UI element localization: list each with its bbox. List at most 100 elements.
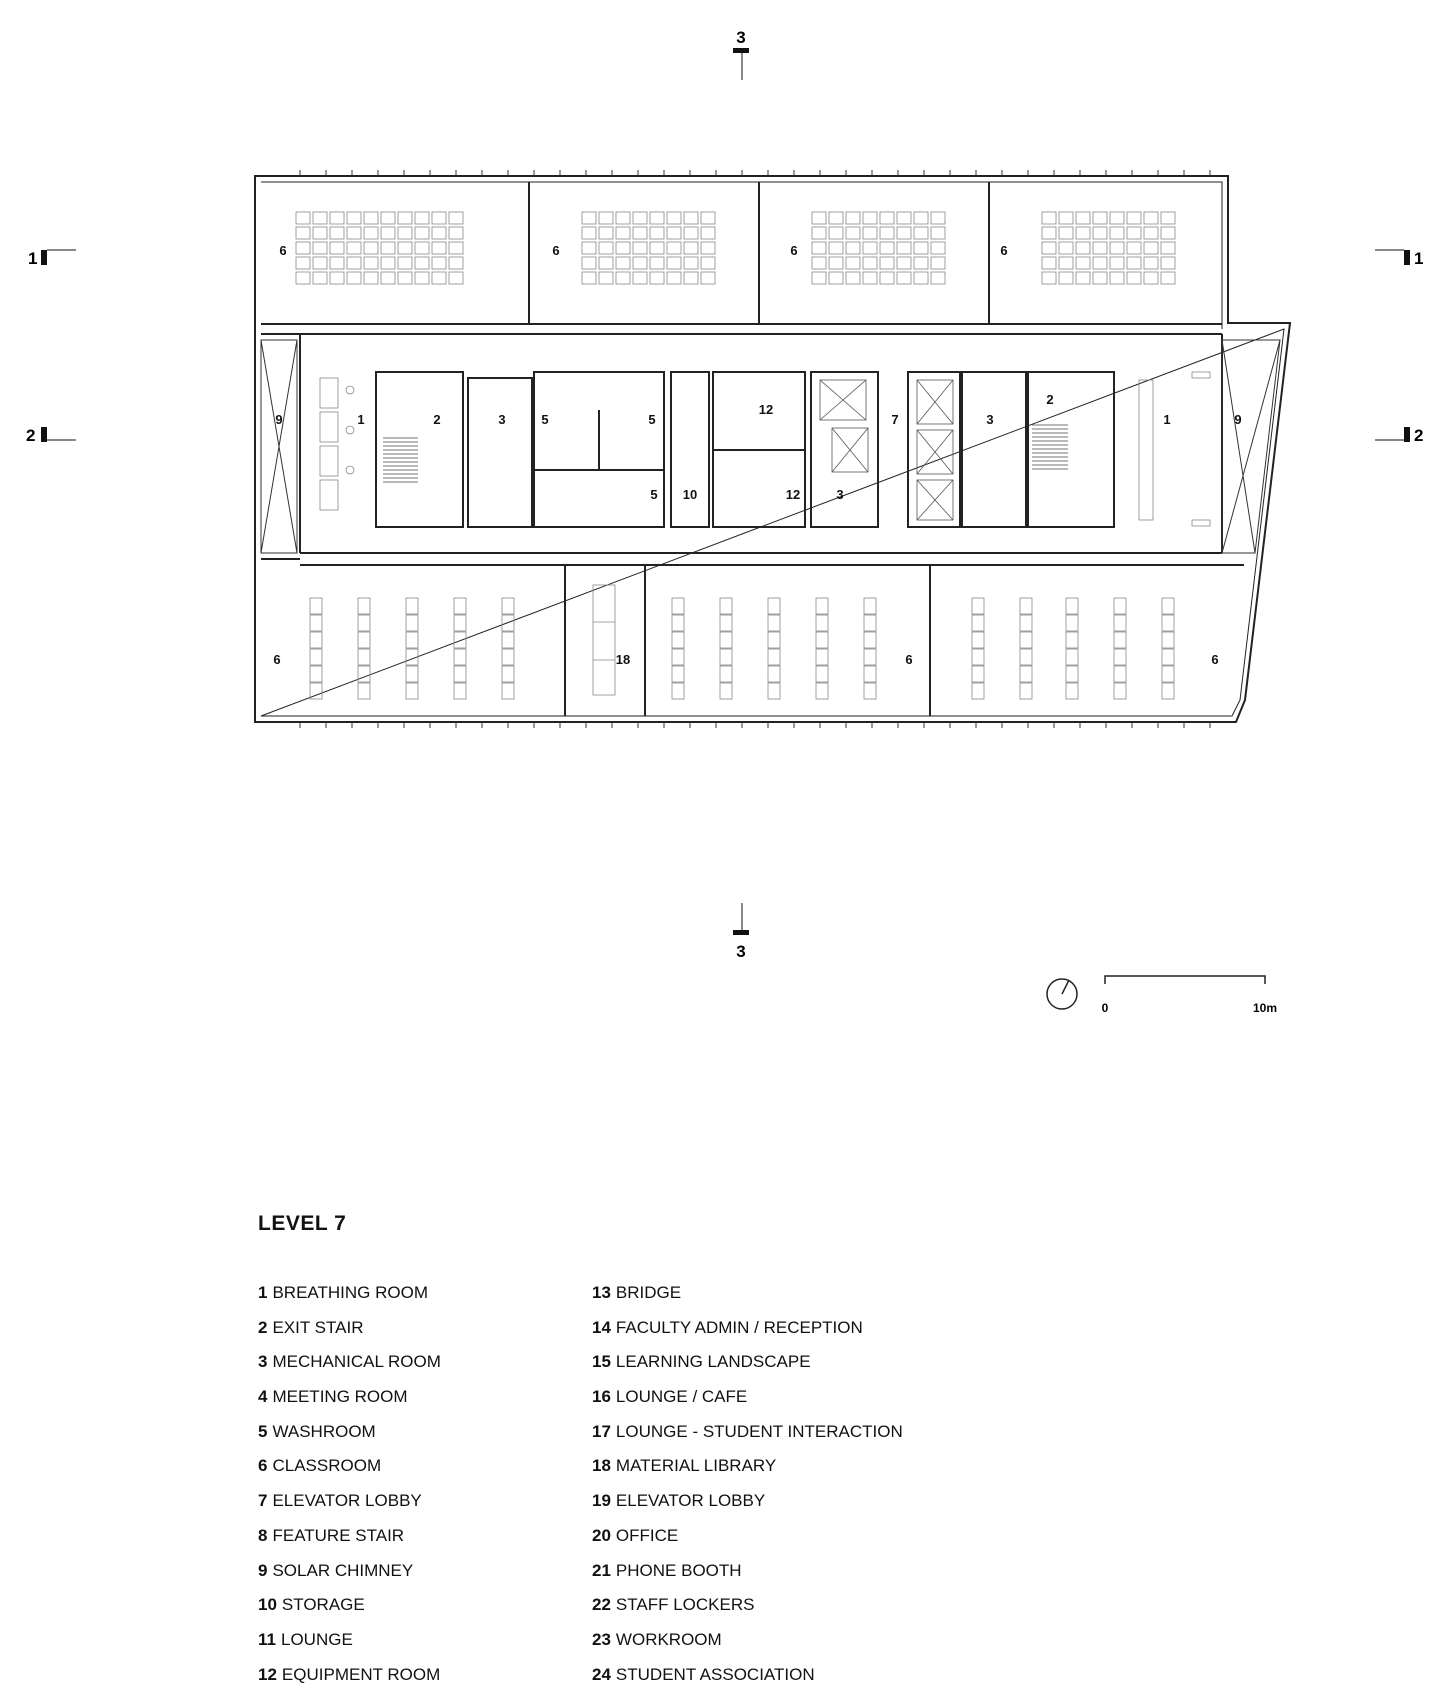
desk [828,211,844,225]
desk [649,271,665,285]
desk [971,665,985,683]
desk [1161,682,1175,700]
desk [346,226,362,240]
desk [971,682,985,700]
section-marker-3-top: 3 [733,28,749,80]
legend-item-label: MECHANICAL ROOM [272,1352,441,1372]
desk [671,631,685,649]
desk [683,271,699,285]
desk [329,226,345,240]
room-number-chimney-w: 9 [275,412,282,427]
desk [1109,226,1125,240]
desk [312,241,328,255]
desk [863,597,877,615]
desk [1092,211,1108,225]
room-number-cr-n2: 6 [552,243,559,258]
room-number-mech-e: 3 [986,412,993,427]
desk [862,271,878,285]
section-marker-label: 2 [26,426,35,445]
desk [845,226,861,240]
desk [405,665,419,683]
desk [896,211,912,225]
desk [879,256,895,270]
room-number-wash-a: 5 [541,412,548,427]
desk [581,211,597,225]
legend-item-label: MEETING ROOM [272,1387,408,1407]
desk [828,241,844,255]
desk [1161,597,1175,615]
desk [632,271,648,285]
desk [649,241,665,255]
desk [1058,271,1074,285]
section-marker-label: 3 [736,942,745,961]
desk [815,614,829,632]
building-outline [254,170,1292,728]
section-marker-label: 1 [1414,249,1423,268]
desk [414,241,430,255]
desk [363,226,379,240]
desk [815,597,829,615]
desk [1019,631,1033,649]
desk [666,271,682,285]
desk [431,271,447,285]
desk [862,226,878,240]
desk [971,631,985,649]
desk [649,256,665,270]
room-number-breath-e: 1 [1163,412,1170,427]
legend-item-number: 24 [592,1664,611,1684]
desk [431,256,447,270]
desk [671,614,685,632]
desk [666,256,682,270]
desk [1065,682,1079,700]
elevator-shafts [810,371,879,528]
desk [1041,241,1057,255]
desk [431,241,447,255]
desk [1109,241,1125,255]
desk [501,648,515,666]
legend-item-label: ELEVATOR LOBBY [615,1491,766,1511]
room-number-cr-se: 6 [1211,652,1218,667]
stair-treads [383,424,1068,483]
desk [1113,631,1127,649]
desk [971,597,985,615]
desk [1143,241,1159,255]
desk [1092,241,1108,255]
stair-east [1027,371,1115,528]
legend-item-number: 9 [258,1560,268,1580]
desk [309,631,323,649]
desk [930,226,946,240]
desk [1058,241,1074,255]
north-arrow-icon [1046,978,1078,1010]
desk [649,211,665,225]
desk [1058,211,1074,225]
desk [357,631,371,649]
room-number-storage: 10 [683,487,697,502]
storage-room [670,371,710,528]
desk [700,226,716,240]
desk [683,256,699,270]
desk [828,256,844,270]
desk [405,648,419,666]
desk [971,648,985,666]
legend-item-number: 1 [258,1283,268,1302]
desk [380,241,396,255]
desk [845,241,861,255]
desk [448,211,464,225]
desk [1058,226,1074,240]
legend-item-label: BRIDGE [615,1283,682,1302]
desk [380,256,396,270]
desk [1143,226,1159,240]
desk [1113,682,1127,700]
section-marker-1-left: 1 [28,249,76,268]
desk [896,226,912,240]
legend-item-number: 7 [258,1491,268,1511]
desk [671,665,685,683]
desk [598,211,614,225]
desk [1126,241,1142,255]
desk [649,226,665,240]
